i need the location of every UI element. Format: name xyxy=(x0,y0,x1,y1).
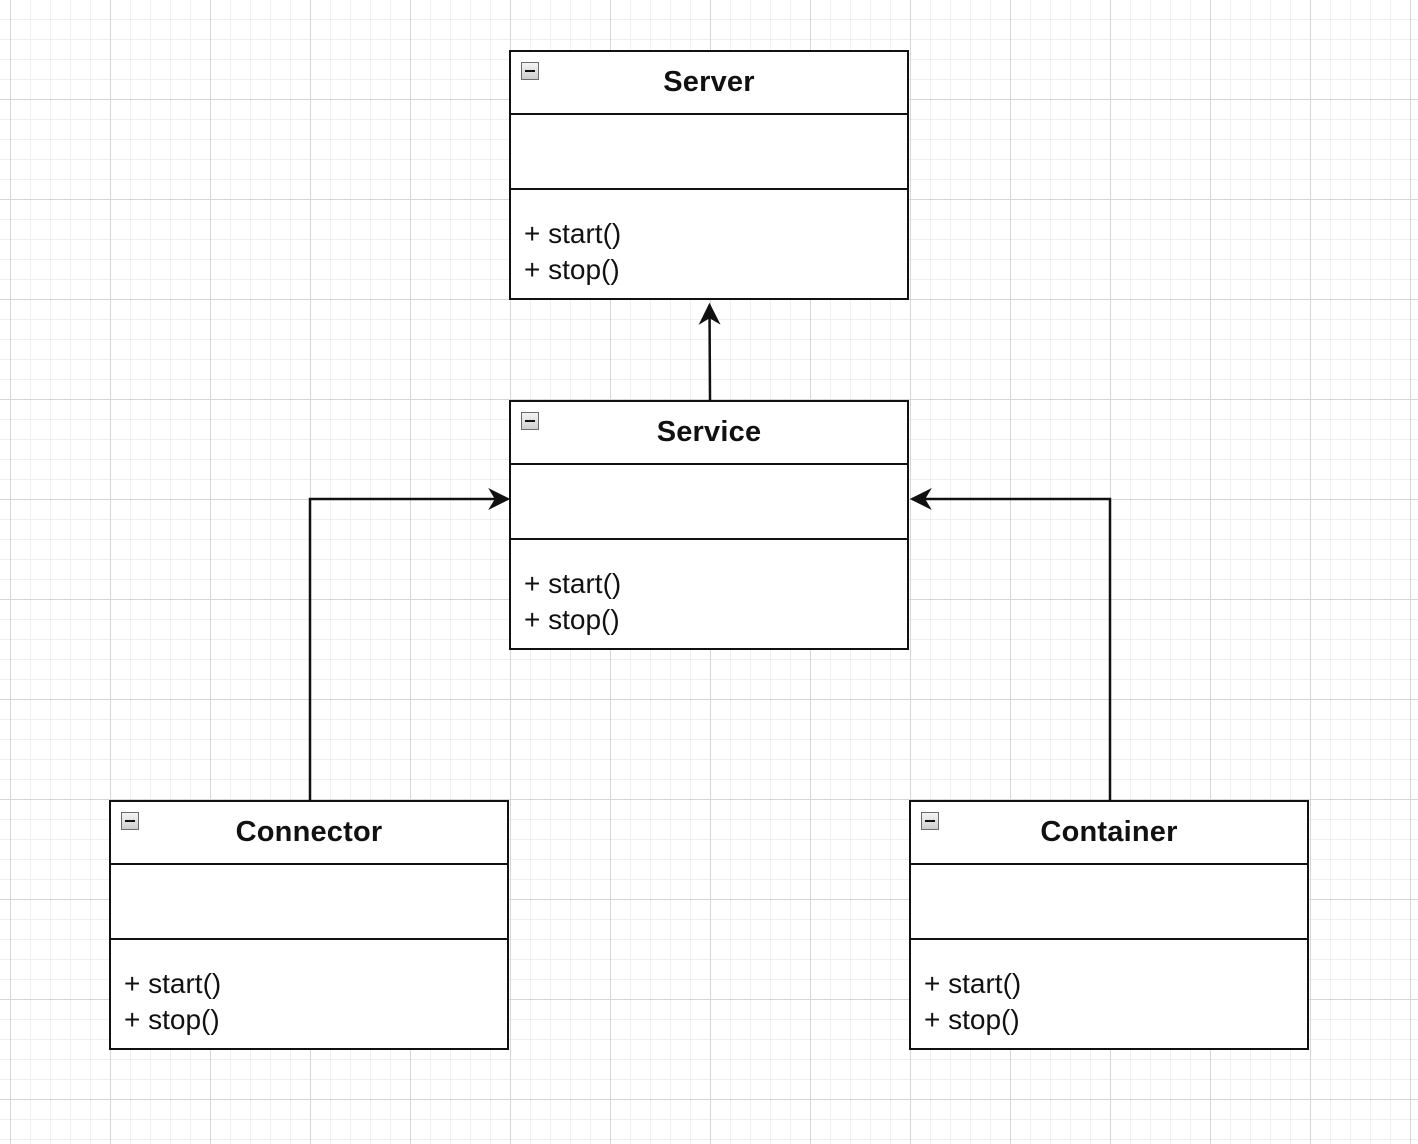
class-name: Service xyxy=(656,416,762,448)
class-name: Container xyxy=(1040,816,1178,848)
method-compartment[interactable]: + start() + stop() xyxy=(111,940,507,1048)
collapse-icon[interactable] xyxy=(121,812,139,830)
class-header: Connector xyxy=(111,802,507,865)
edge-connector-to-service[interactable] xyxy=(308,488,511,800)
class-service[interactable]: Service + start() + stop() xyxy=(509,400,909,650)
class-name: Connector xyxy=(235,816,383,848)
method-stop: + stop() xyxy=(524,604,620,635)
class-connector[interactable]: Connector + start() + stop() xyxy=(109,800,509,1050)
method-stop: + stop() xyxy=(124,1004,220,1035)
method-stop: + stop() xyxy=(924,1004,1020,1035)
class-header: Server xyxy=(511,52,907,115)
method-compartment[interactable]: + start() + stop() xyxy=(511,190,907,298)
collapse-icon[interactable] xyxy=(521,62,539,80)
class-header: Service xyxy=(511,402,907,465)
collapse-icon[interactable] xyxy=(921,812,939,830)
method-start: + start() xyxy=(524,218,622,249)
method-stop: + stop() xyxy=(524,254,620,285)
collapse-icon[interactable] xyxy=(521,412,539,430)
class-server[interactable]: Server + start() + stop() xyxy=(509,50,909,300)
method-start: + start() xyxy=(124,968,222,999)
method-start: + start() xyxy=(524,568,622,599)
attribute-compartment[interactable] xyxy=(911,865,1307,940)
class-name: Server xyxy=(663,66,755,98)
class-header: Container xyxy=(911,802,1307,865)
attribute-compartment[interactable] xyxy=(511,465,907,540)
method-start: + start() xyxy=(924,968,1022,999)
edge-service-to-server[interactable] xyxy=(698,302,721,401)
method-compartment[interactable]: + start() + stop() xyxy=(511,540,907,648)
attribute-compartment[interactable] xyxy=(111,865,507,940)
attribute-compartment[interactable] xyxy=(511,115,907,190)
class-container[interactable]: Container + start() + stop() xyxy=(909,800,1309,1050)
method-compartment[interactable]: + start() + stop() xyxy=(911,940,1307,1048)
edge-container-to-service[interactable] xyxy=(909,488,1112,800)
